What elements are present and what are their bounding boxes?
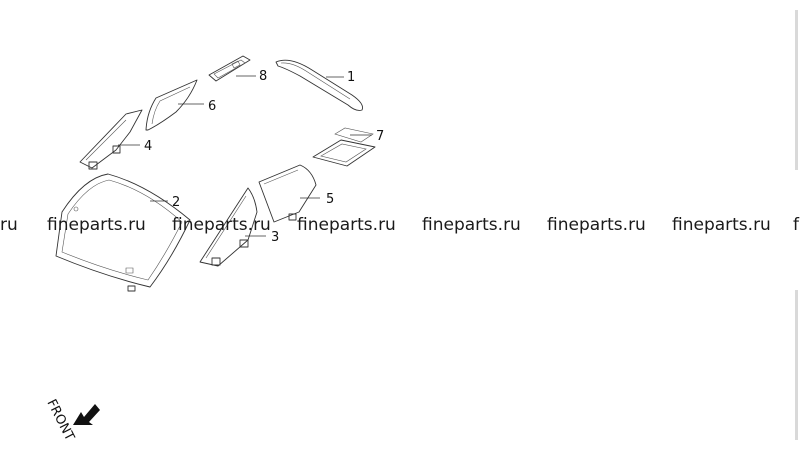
front-arrow-icon (73, 404, 100, 425)
part-7-glass (312, 127, 376, 167)
part-3-glass (199, 187, 266, 267)
callout-7: 7 (376, 129, 384, 144)
part-1-glass (275, 59, 363, 111)
part-8-frame (208, 55, 256, 82)
front-indicator: FRONT (43, 397, 100, 443)
watermark-text: fineparts.ru (297, 215, 396, 235)
callout-6: 6 (208, 99, 216, 114)
watermark-row: ru fineparts.ru fineparts.ru fineparts.r… (0, 215, 800, 235)
callout-3: 3 (271, 230, 279, 245)
scrollbar[interactable] (793, 0, 800, 450)
part-6-glass (145, 79, 204, 131)
watermark-text: fineparts.ru (547, 215, 646, 235)
callout-8: 8 (259, 69, 267, 84)
watermark-text: fineparts.ru (47, 215, 146, 235)
scrollbar-track-segment (795, 290, 798, 440)
part-5-glass (258, 164, 320, 223)
watermark-text: fineparts.ru (672, 215, 771, 235)
watermark-partial-left: ru (0, 215, 18, 235)
watermark-text: fineparts.ru (172, 215, 271, 235)
part-2-windshield (55, 173, 191, 292)
callout-2: 2 (172, 195, 180, 210)
callout-4: 4 (144, 139, 152, 154)
part-4-glass (79, 109, 143, 170)
scrollbar-track-segment (795, 10, 798, 170)
callout-5: 5 (326, 192, 334, 207)
watermark-partial-right: f (793, 215, 800, 235)
front-label: FRONT (43, 397, 77, 443)
callout-1: 1 (347, 70, 355, 85)
watermark-text: fineparts.ru (422, 215, 521, 235)
